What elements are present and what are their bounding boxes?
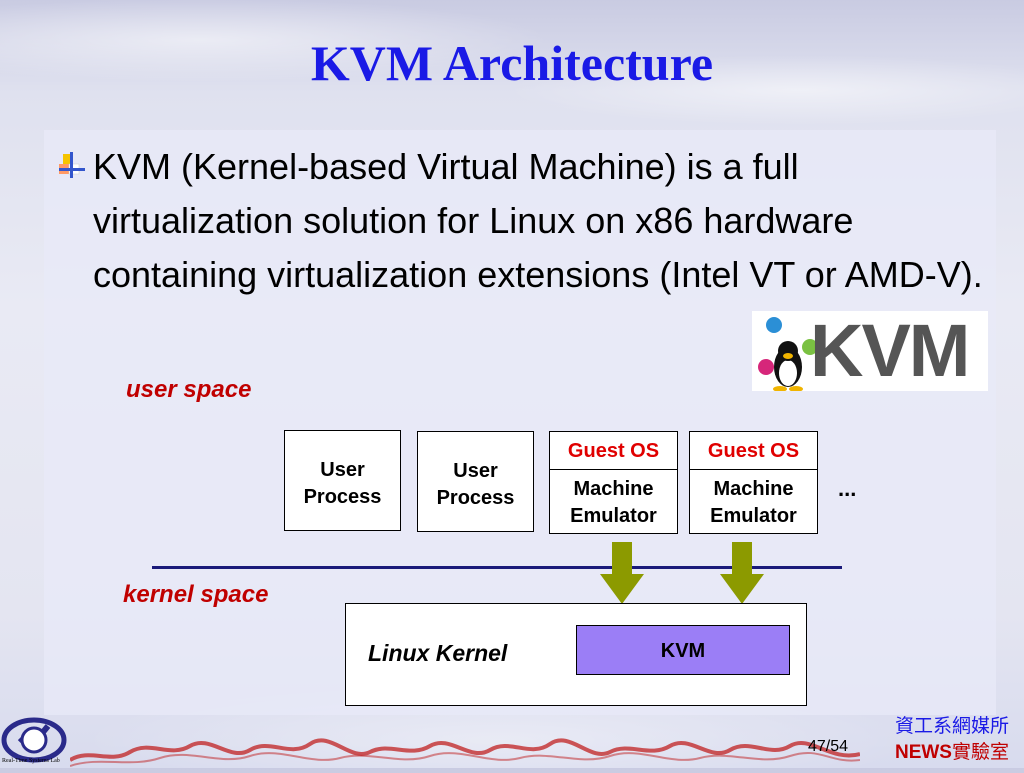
decorative-script-strip xyxy=(70,738,860,767)
bullet-icon xyxy=(59,152,85,178)
user-kernel-divider xyxy=(152,566,842,569)
kvm-logo: KVM xyxy=(752,309,988,392)
guest-os-label-1: Guest OS xyxy=(550,432,677,470)
guest-os-label-2: Guest OS xyxy=(690,432,817,470)
department-lab: 實驗室 xyxy=(951,742,1009,763)
kvm-module-box: KVM xyxy=(576,625,790,675)
user-process-label-1: User Process xyxy=(303,459,382,508)
more-guests-ellipsis: ... xyxy=(838,476,857,501)
machine-emulator-label-1: Machine Emulator xyxy=(570,478,657,527)
user-process-label-2: User Process xyxy=(436,460,515,509)
department-line1: 資工系網媒所 xyxy=(894,716,1009,737)
page-current: 47 xyxy=(808,738,826,755)
down-arrow-icon-1 xyxy=(600,542,644,604)
lab-caption: Real-Time Systems Lab xyxy=(2,758,60,764)
page-total: /54 xyxy=(825,738,849,755)
guest-box-2: Guest OS Machine Emulator xyxy=(689,431,818,534)
user-process-box-1: User Process xyxy=(284,430,401,531)
department-label: 資工系網媒所 NEWS實驗室 xyxy=(880,714,1024,766)
department-news: NEWS xyxy=(894,742,952,763)
linux-kernel-label: Linux Kernel xyxy=(368,640,508,666)
slide-title: KVM Architecture xyxy=(310,35,714,91)
machine-emulator-label-2: Machine Emulator xyxy=(710,478,797,527)
page-number: 47/54 xyxy=(808,738,848,756)
bullet-text: KVM (Kernel-based Virtual Machine) is a … xyxy=(93,146,983,295)
kvm-logo-text: KVM xyxy=(810,309,970,392)
down-arrow-icon-2 xyxy=(720,542,764,604)
user-space-label: user space xyxy=(126,376,252,403)
kernel-space-label: kernel space xyxy=(123,581,269,608)
lab-logo: Real-Time Systems Lab xyxy=(0,712,70,768)
guest-box-1: Guest OS Machine Emulator xyxy=(549,431,678,534)
user-process-box-2: User Process xyxy=(417,431,534,532)
